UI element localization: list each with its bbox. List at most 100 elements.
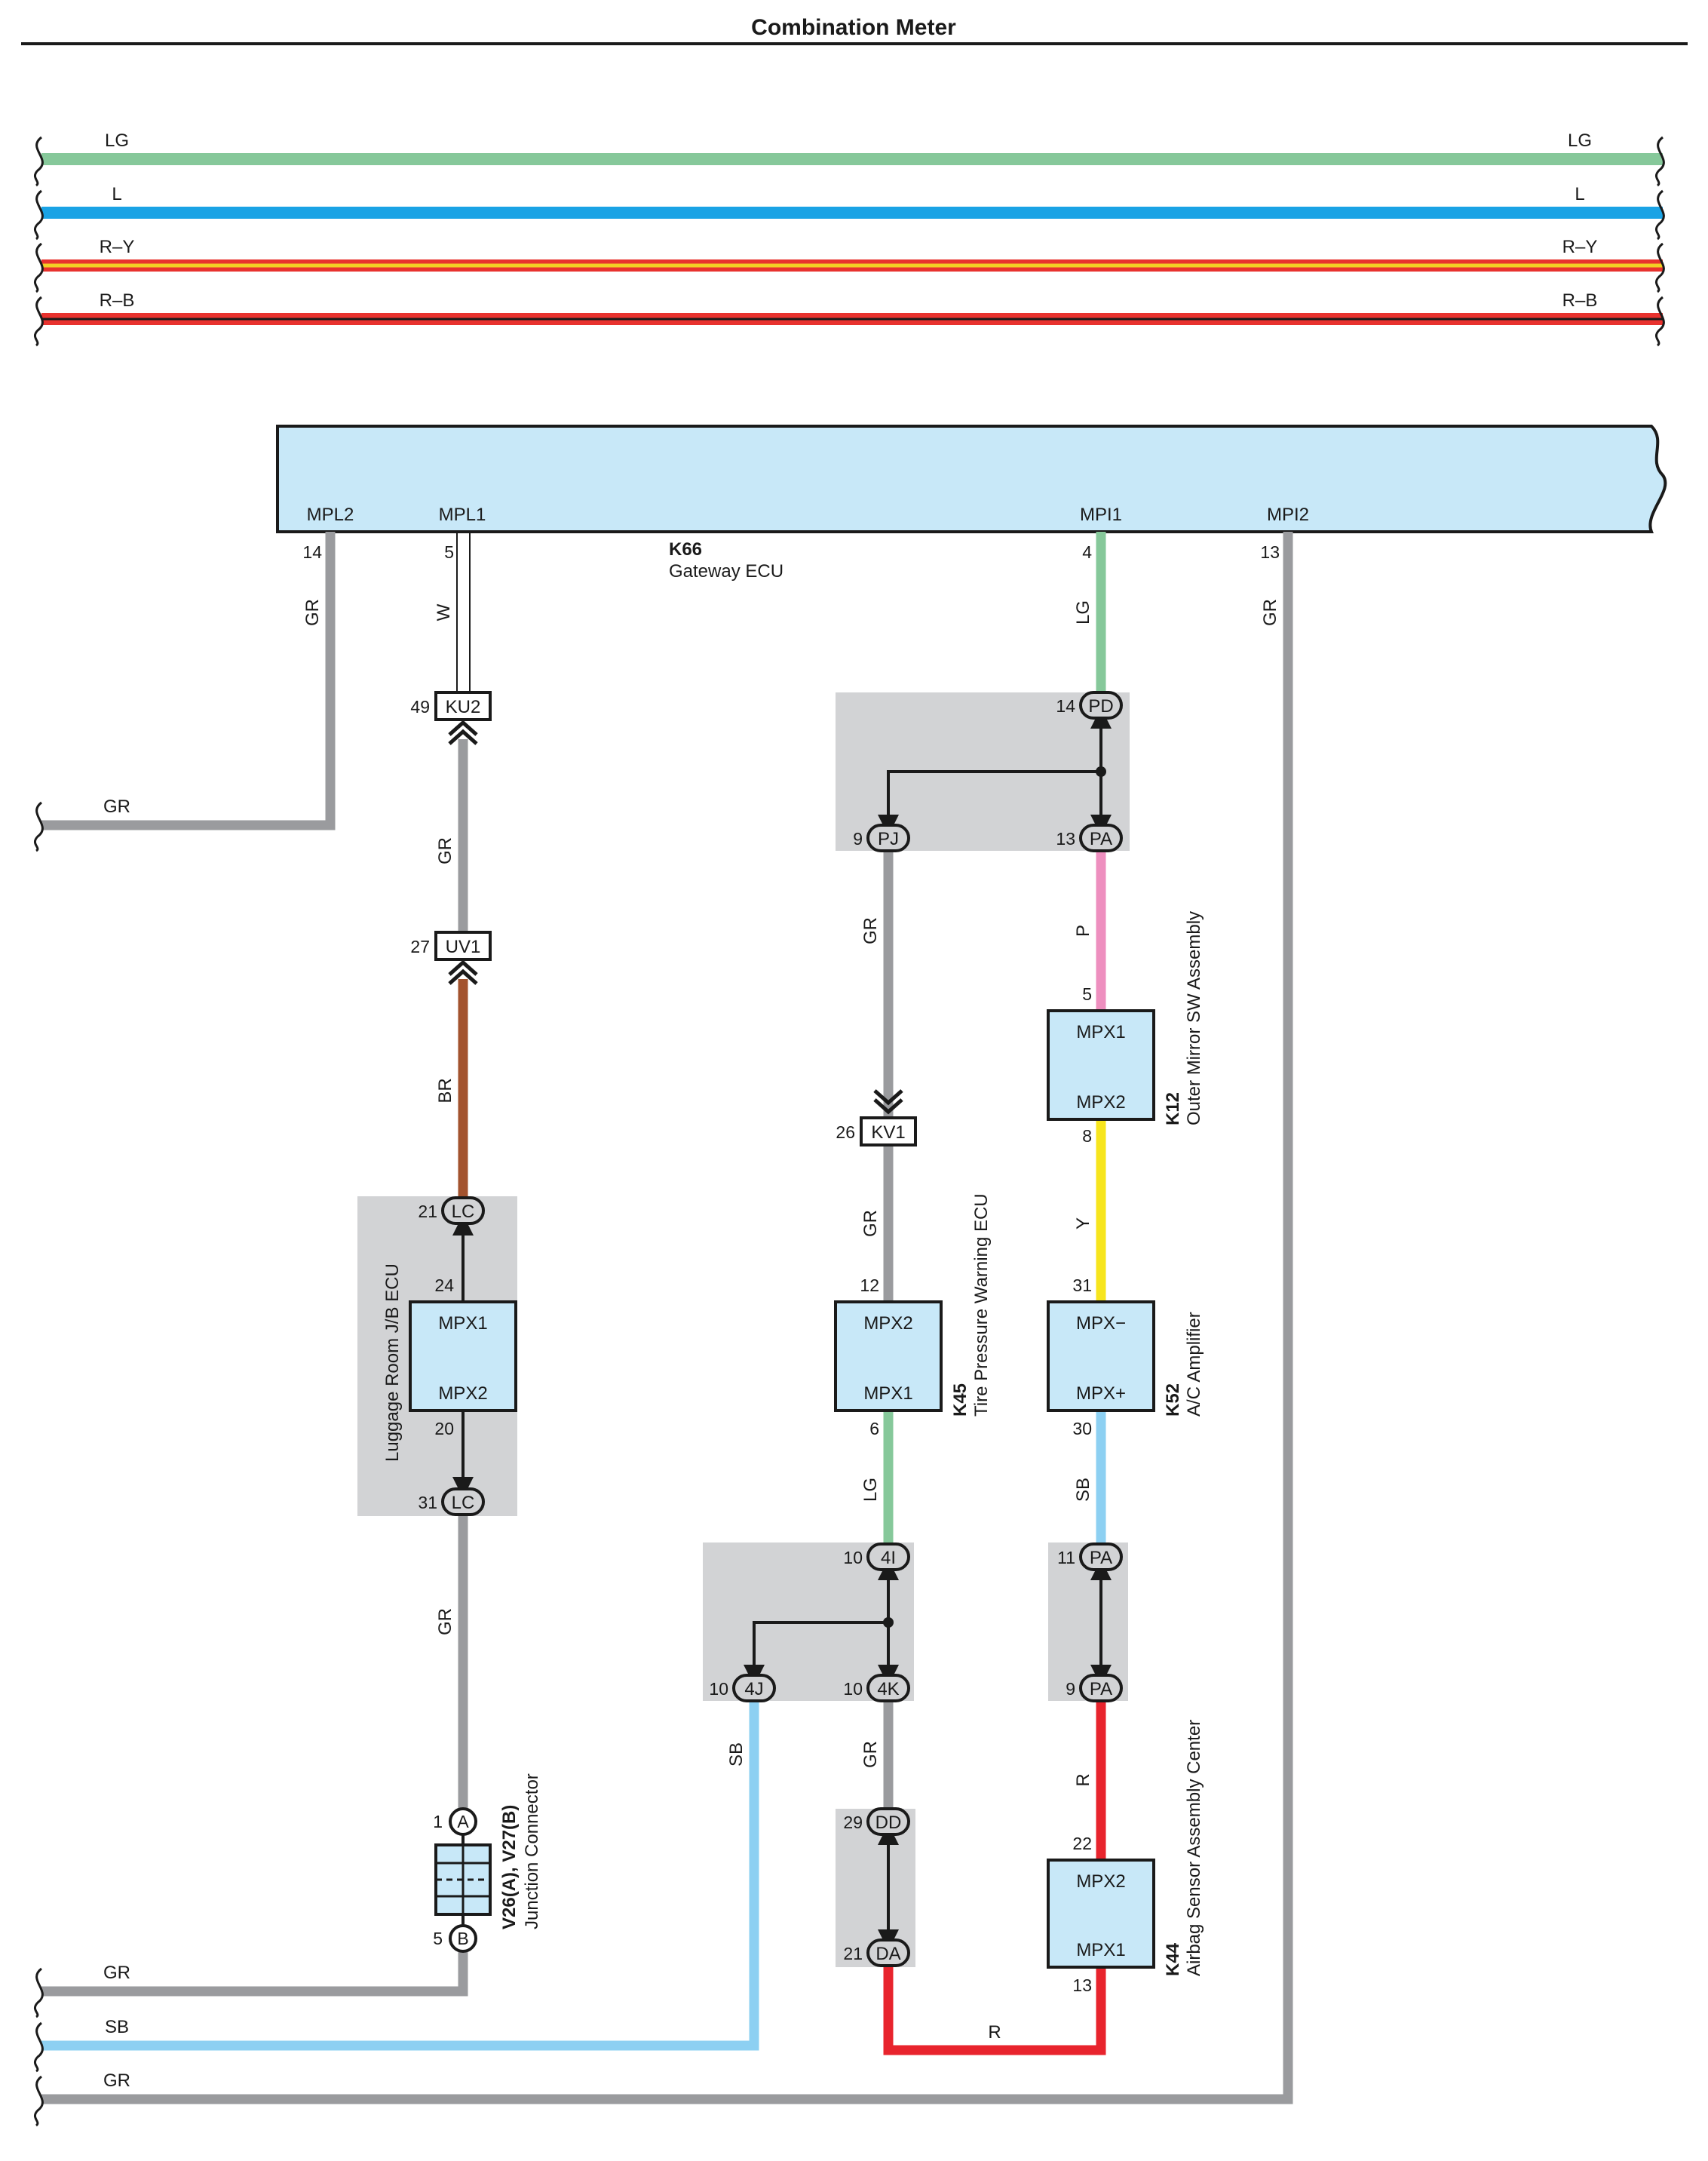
label-sb-bottom: SB (105, 2017, 129, 2037)
k44-term-bot: MPX1 (1076, 1940, 1125, 1960)
connector-pa-top-pin: 13 (1056, 829, 1075, 849)
label-gr-bottom2: GR (103, 2070, 130, 2091)
luggage-term-bot: MPX2 (438, 1383, 487, 1404)
k45-term-top: MPX2 (863, 1313, 912, 1334)
k44-term-top: MPX2 (1076, 1871, 1125, 1892)
connector-pa-mid-pin: 11 (1057, 1548, 1075, 1567)
label-sb-k52-pa: SB (1073, 1478, 1093, 1502)
connector-pa-top: PA 13 (1056, 824, 1123, 852)
wire-sb-4j (41, 1701, 759, 2051)
connector-ku2-pin: 49 (410, 697, 430, 717)
label-gr-bottom1: GR (103, 1963, 130, 1983)
connector-pa-mid: PA 11 (1057, 1542, 1123, 1571)
connector-4j: 4J 10 (709, 1674, 776, 1702)
k52-pin-top: 31 (1072, 1275, 1092, 1295)
connector-uv1: UV1 27 (410, 931, 492, 985)
connector-lc-top: LC 21 (418, 1196, 485, 1225)
connector-pj: PJ 9 (853, 824, 910, 852)
connector-pd: PD 14 (1056, 691, 1123, 720)
component-k45: MPX2 MPX1 12 6 K45 Tire Pressure Warning… (834, 1193, 992, 1438)
label-gr-pj-kv1: GR (860, 917, 881, 944)
component-k52: MPX− MPX+ 31 30 K52 A/C Amplifier (1047, 1275, 1204, 1438)
wire-gr-mpi2 (41, 532, 1293, 2104)
top-wire-r-y-left-label: R–Y (100, 237, 135, 257)
connector-pj-pin: 9 (853, 829, 863, 849)
label-lg-mpi1: LG (1073, 600, 1093, 625)
connector-pa-low-name: PA (1090, 1679, 1112, 1699)
junction-connector-v26: A 1 B 5 V26(A), V27(B) Junction Connecto… (433, 1773, 542, 1953)
oval-connectors: PD 14 PJ 9 PA 13 LC 21 LC 31 4I 10 (418, 691, 1123, 1967)
k12-pin-top: 5 (1082, 984, 1092, 1004)
connector-ku2: KU2 49 (410, 691, 492, 745)
top-wire-r-b: R–B R–B (41, 290, 1663, 325)
gateway-terminal-mpi2: MPI2 (1267, 505, 1309, 525)
top-wire-r-y: R–Y R–Y (41, 237, 1663, 272)
label-gr-kv1-k45: GR (860, 1210, 881, 1237)
connector-pd-pin: 14 (1056, 696, 1075, 716)
k12-term-bot: MPX2 (1076, 1092, 1125, 1113)
luggage-pin-top: 24 (434, 1275, 454, 1295)
connector-da-name: DA (875, 1944, 900, 1964)
splice-dot-4i (883, 1617, 894, 1628)
label-sb-4j: SB (726, 1742, 747, 1767)
k12-pin-bot: 8 (1082, 1126, 1092, 1146)
k44-pin-bot: 13 (1072, 1975, 1092, 1995)
connector-4i-pin: 10 (843, 1548, 863, 1567)
connector-uv1-name: UV1 (446, 937, 481, 957)
component-k12: MPX1 MPX2 5 8 K12 Outer Mirror SW Assemb… (1047, 911, 1204, 1146)
connector-pj-name: PJ (878, 829, 899, 849)
connector-pd-name: PD (1088, 696, 1113, 717)
connector-da-pin: 21 (843, 1944, 863, 1963)
gateway-terminal-mpi1: MPI1 (1080, 505, 1122, 525)
v26-pin-a-number: 1 (433, 1812, 443, 1831)
gateway-name: Gateway ECU (669, 561, 783, 582)
wire-labels: GR W GR BR GR LG GR GR GR LG SB GR P Y S… (103, 599, 1280, 2091)
connector-kv1-pin: 26 (836, 1122, 855, 1142)
connector-dd-name: DD (875, 1813, 902, 1833)
connector-uv1-pin: 27 (410, 937, 430, 956)
gateway-pin-mpl2: 14 (302, 542, 322, 562)
component-luggage-room-jb-ecu: MPX1 MPX2 24 20 Luggage Room J/B ECU (382, 1263, 517, 1462)
v26-code: V26(A), V27(B) (499, 1805, 520, 1929)
label-p-pa-k12: P (1073, 925, 1093, 937)
connector-lc-top-pin: 21 (418, 1202, 437, 1221)
internal-wiring (452, 708, 1112, 1951)
wire-gr-bottom1 (41, 1940, 468, 1997)
connector-4i: 4I 10 (843, 1542, 910, 1571)
k12-term-top: MPX1 (1076, 1022, 1125, 1042)
connector-pa-low: PA 9 (1066, 1674, 1123, 1702)
luggage-pin-bot: 20 (434, 1419, 454, 1438)
label-w-mpl1: W (434, 603, 454, 621)
k52-code: K52 (1163, 1383, 1183, 1417)
gateway-ecu: MPL2 MPL1 MPI1 MPI2 14 5 4 13 K66 Gatewa… (276, 425, 1667, 582)
wire-r-da-k44 (883, 1966, 1106, 2055)
k45-code: K45 (950, 1383, 971, 1417)
label-y-k12-k52: Y (1073, 1217, 1093, 1229)
connector-pa-low-pin: 9 (1066, 1679, 1075, 1699)
connector-pa-mid-name: PA (1090, 1548, 1112, 1568)
connector-lc-top-name: LC (452, 1202, 475, 1222)
connector-lc-bot-name: LC (452, 1493, 475, 1513)
gateway-pin-mpi2: 13 (1260, 542, 1280, 562)
top-wire-lg: LG LG (41, 130, 1663, 165)
top-wire-l-left-label: L (112, 184, 121, 204)
label-gr-lc-v26: GR (435, 1608, 455, 1635)
label-gr-mpl2: GR (302, 599, 323, 626)
k52-term-top: MPX− (1076, 1313, 1126, 1334)
connector-4j-pin: 10 (709, 1679, 728, 1699)
page-title: Combination Meter (751, 15, 956, 40)
gateway-pin-mpi1: 4 (1082, 542, 1092, 562)
k45-pin-bot: 6 (869, 1419, 879, 1438)
connector-ku2-name: KU2 (446, 697, 481, 717)
splice-dots (883, 766, 1106, 1628)
connector-4k-pin: 10 (843, 1679, 863, 1699)
gateway-pin-mpl1: 5 (444, 542, 454, 562)
wire-gr-mpl2 (41, 532, 336, 830)
gateway-terminal-mpl2: MPL2 (307, 505, 354, 525)
k12-code: K12 (1163, 1092, 1183, 1125)
k45-name: Tire Pressure Warning ECU (971, 1193, 992, 1417)
k45-term-bot: MPX1 (863, 1383, 912, 1404)
label-r-pa-k44: R (1073, 1773, 1093, 1786)
label-r-bottom: R (988, 2022, 1001, 2043)
splice-dot-pd (1096, 766, 1106, 777)
